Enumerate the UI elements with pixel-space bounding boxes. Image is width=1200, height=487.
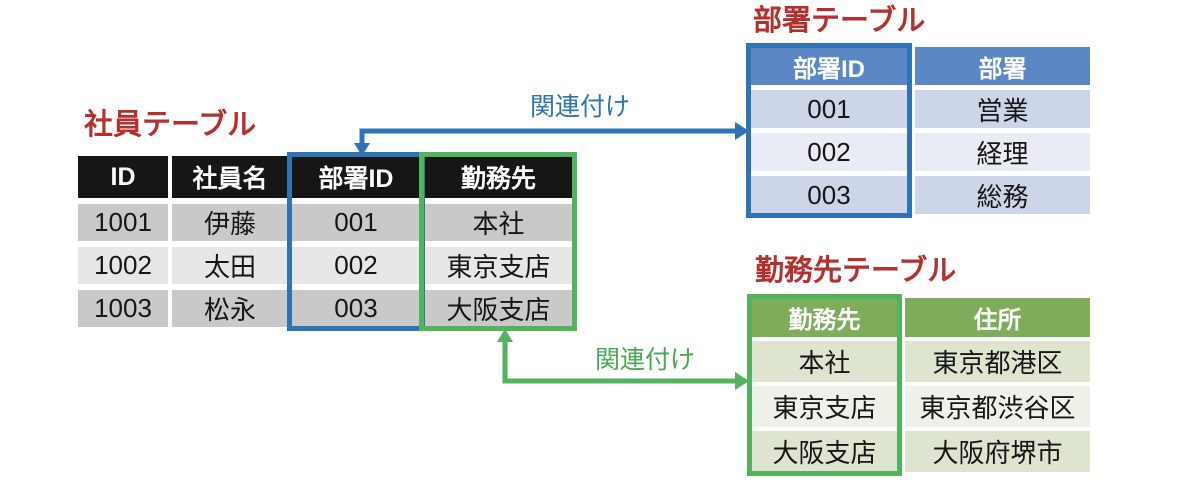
table-cell: 松永 bbox=[172, 290, 288, 327]
worksite-table: 勤務先 住所 本社 東京都港区 東京支店 東京都渋谷区 大阪支店 大阪府堺市 bbox=[747, 294, 1090, 476]
table-cell: 東京都渋谷区 bbox=[905, 386, 1090, 427]
department-relation-label: 関連付け bbox=[529, 93, 630, 121]
table-cell: 東京支店 bbox=[751, 386, 898, 427]
table-cell: 003 bbox=[751, 176, 907, 214]
worksite-header-address: 住所 bbox=[905, 298, 1090, 337]
table-cell: 伊藤 bbox=[172, 204, 288, 241]
table-cell: 003 bbox=[292, 290, 420, 327]
table-cell: 大阪支店 bbox=[751, 431, 898, 472]
table-cell: 経理 bbox=[915, 133, 1090, 171]
department-relation-line bbox=[359, 128, 737, 146]
table-cell: 本社 bbox=[751, 341, 898, 382]
employee-header-dept-id: 部署ID bbox=[292, 156, 420, 198]
table-cell: 1002 bbox=[78, 247, 168, 284]
department-arrowhead-down-icon bbox=[354, 143, 370, 156]
table-cell: 大阪府堺市 bbox=[905, 431, 1090, 472]
table-cell: 本社 bbox=[424, 204, 573, 241]
worksite-header-worksite: 勤務先 bbox=[751, 298, 898, 337]
table-cell: 002 bbox=[751, 133, 907, 171]
employee-header-worksite: 勤務先 bbox=[424, 156, 573, 198]
department-table: 部署ID 部署 001 営業 002 経理 003 総務 bbox=[746, 43, 1090, 218]
table-cell: 営業 bbox=[915, 90, 1090, 128]
table-cell: 東京支店 bbox=[424, 247, 573, 284]
worksite-relation-label: 関連付け bbox=[594, 346, 695, 374]
department-header-dept-id: 部署ID bbox=[751, 47, 907, 85]
department-arrowhead-right-icon bbox=[735, 122, 749, 140]
employee-header-id: ID bbox=[78, 156, 168, 198]
table-cell: 総務 bbox=[915, 176, 1090, 214]
table-cell: 1001 bbox=[78, 204, 168, 241]
employee-table-title: 社員テーブル bbox=[84, 109, 257, 141]
employee-header-name: 社員名 bbox=[172, 156, 288, 198]
table-cell: 東京都港区 bbox=[905, 341, 1090, 382]
table-cell: 1003 bbox=[78, 290, 168, 327]
department-header-dept: 部署 bbox=[915, 47, 1090, 85]
table-cell: 002 bbox=[292, 247, 420, 284]
table-cell: 001 bbox=[751, 90, 907, 128]
department-table-title: 部署テーブル bbox=[753, 5, 926, 37]
table-cell: 太田 bbox=[172, 247, 288, 284]
worksite-relation-line bbox=[502, 340, 737, 384]
table-cell: 001 bbox=[292, 204, 420, 241]
employee-table: ID 社員名 部署ID 勤務先 1001 伊藤 001 本社 1002 太田 0… bbox=[78, 152, 577, 331]
worksite-arrowhead-right-icon bbox=[735, 372, 749, 390]
worksite-arrowhead-up-icon bbox=[497, 329, 513, 342]
table-cell: 大阪支店 bbox=[424, 290, 573, 327]
worksite-table-title: 勤務先テーブル bbox=[755, 255, 957, 287]
